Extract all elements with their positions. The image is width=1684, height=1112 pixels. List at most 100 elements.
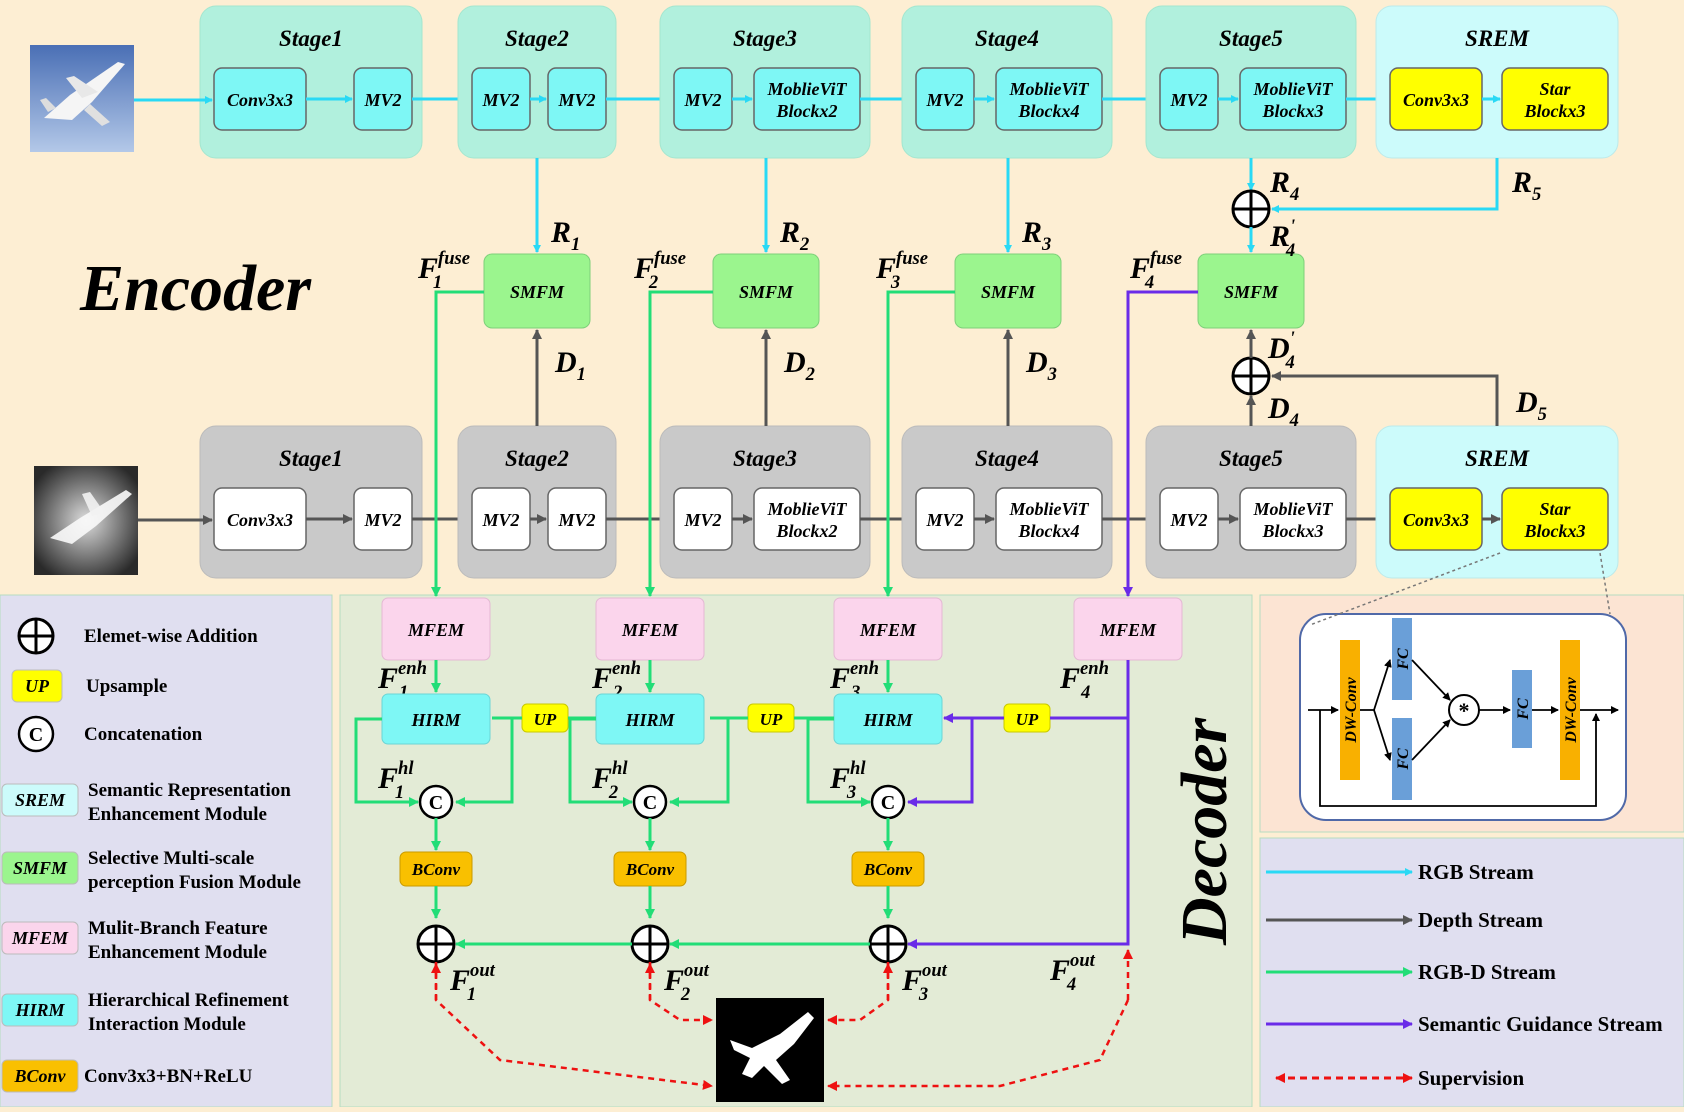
rgb-block-text: Blockx4: [1018, 101, 1080, 121]
depth-block-text: Blockx3: [1524, 521, 1586, 541]
depth-block: [1501, 487, 1609, 551]
srem-depth-arrow: [1271, 371, 1499, 426]
legend-swatch-up: [11, 669, 63, 703]
d-symbol: D2: [783, 346, 815, 385]
zoom-guide: [1309, 552, 1501, 626]
rgb-block-text: Conv3x3: [1403, 90, 1469, 110]
add-icon-cross: [1233, 191, 1269, 227]
concat-icon-glyph: C: [429, 792, 443, 814]
legend-abbr: BConv: [13, 1066, 66, 1086]
rgb-block-text: Blockx3: [1524, 101, 1586, 121]
legend-text: Conv3x3+BN+ReLU: [84, 1066, 253, 1087]
d-symbol: D1: [554, 346, 586, 385]
rgb-block-text: MV2: [925, 90, 963, 110]
d4-prime-symbol: D'4: [1267, 328, 1295, 373]
rgb-stage-title: Stage4: [975, 26, 1039, 51]
legend-abbr: HIRM: [14, 1000, 65, 1020]
rgbd-path: [455, 718, 514, 807]
encoder-label: Encoder: [79, 252, 312, 325]
mfem-label: MFEM: [1099, 620, 1157, 640]
rgb-block-text: MV2: [557, 90, 595, 110]
depth-block-text: Blockx2: [776, 521, 838, 541]
depth-block-text: MoblieViT: [766, 499, 847, 519]
up-label: UP: [534, 710, 557, 729]
rgb-block-text: MoblieViT: [766, 79, 847, 99]
smfm-label: SMFM: [981, 282, 1036, 302]
smfm-label: SMFM: [510, 282, 565, 302]
depth-stage-title: Stage4: [975, 446, 1039, 471]
hirm-label: HIRM: [624, 710, 675, 730]
r5-symbol: R5: [1511, 166, 1541, 205]
depth-stage-title: Stage3: [733, 446, 797, 471]
stream-legend-label: Semantic Guidance Stream: [1418, 1012, 1663, 1036]
rgb-block-text: MV2: [481, 90, 519, 110]
bconv-label: BConv: [411, 860, 461, 879]
depth-block-text: Blockx3: [1262, 521, 1324, 541]
rgb-block-text: Conv3x3: [227, 90, 293, 110]
stream-legend-label: Depth Stream: [1418, 908, 1544, 932]
legend-swatch-smfm: [1, 851, 79, 885]
semantic-arrow: [907, 718, 1130, 949]
legend-text: Selective Multi-scale: [88, 848, 254, 869]
fc-block-text: FC: [1395, 748, 1412, 771]
depth-block-text: MV2: [925, 510, 963, 530]
rgbd-path: [669, 718, 730, 807]
add-icon-cross: [632, 926, 668, 962]
legend-abbr: SREM: [15, 790, 66, 810]
decoder-label: Decoder: [1168, 716, 1241, 946]
depth-block-text: Conv3x3: [1403, 510, 1469, 530]
legend-text: perception Fusion Module: [88, 872, 301, 893]
add-icon-cross: [870, 926, 906, 962]
multiply-glyph: *: [1459, 698, 1470, 723]
rgb-input-image: [30, 45, 134, 152]
depth-block-text: MV2: [683, 510, 721, 530]
hirm-label: HIRM: [410, 710, 461, 730]
dw-conv-block: [1560, 640, 1580, 780]
stream-legend-label: Supervision: [1418, 1066, 1525, 1090]
depth-stage-title: Stage2: [505, 446, 569, 471]
rgbd-path: [883, 290, 955, 597]
depth-block-text: MV2: [557, 510, 595, 530]
legend-text: Enhancement Module: [88, 942, 267, 963]
legend-text: Interaction Module: [88, 1014, 246, 1035]
legend-swatch-hirm: [1, 993, 79, 1027]
rgbd-path: [431, 290, 484, 597]
rgb-block-text: MV2: [683, 90, 721, 110]
legend-concat-icon: [17, 715, 55, 753]
star-line: [1373, 709, 1392, 761]
rgb-block-text: MV2: [363, 90, 401, 110]
semantic-path: [1123, 290, 1198, 597]
d5-symbol: D5: [1515, 386, 1547, 425]
rgb-stage-title: Stage5: [1219, 26, 1283, 51]
legend-text: Elemet-wise Addition: [84, 626, 258, 647]
r-symbol: R3: [1021, 216, 1051, 255]
legend-swatch-bconv: [1, 1059, 79, 1093]
ground-truth-mask: [716, 998, 824, 1102]
dw-conv-block-text: DW-Conv: [1343, 677, 1360, 744]
legend-text: Semantic Representation: [88, 780, 291, 801]
srem-rgb-arrow: [1271, 158, 1499, 213]
d4-symbol: D4: [1267, 392, 1299, 431]
depth-stage-title: Stage1: [279, 446, 343, 471]
mfem-label: MFEM: [859, 620, 917, 640]
legend-abbr: SMFM: [13, 858, 68, 878]
rgb-stage-title: Stage1: [279, 26, 343, 51]
rgb-block: [1501, 67, 1609, 131]
legend-abbr: UP: [25, 676, 50, 696]
depth-input-image: [34, 466, 138, 575]
stream-legend-label: RGB-D Stream: [1418, 960, 1556, 984]
add-icon-cross: [1233, 358, 1269, 394]
rgbd-path: [354, 717, 419, 807]
add-icon-cross: [418, 926, 454, 962]
legend-swatch-srem: [1, 783, 79, 817]
